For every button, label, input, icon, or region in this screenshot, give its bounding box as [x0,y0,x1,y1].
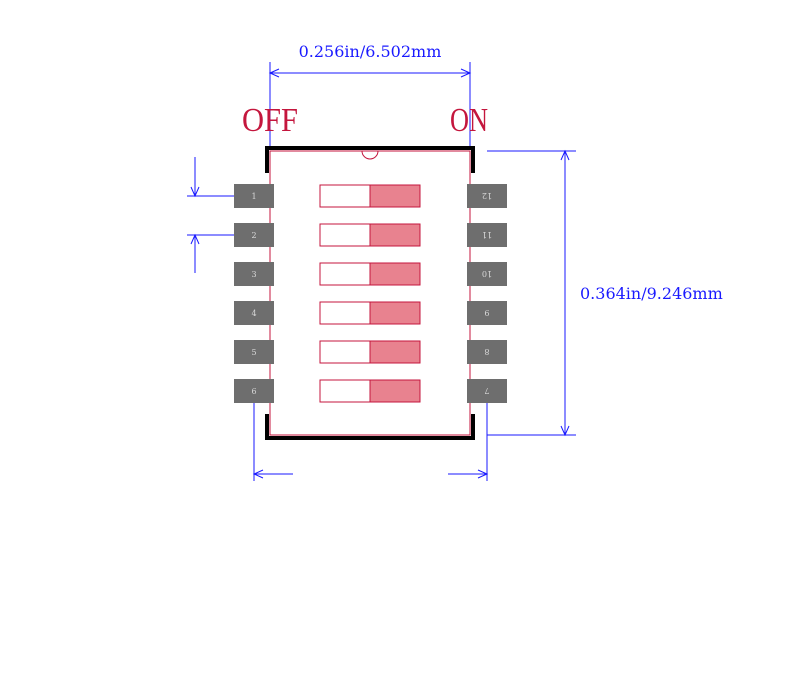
pad-number-8: 8 [484,347,489,356]
pad-number-11: 11 [482,230,492,239]
pad-number-9: 9 [484,308,489,317]
silkscreen-top [265,146,475,173]
switch-1 [319,184,421,208]
width-dimension [268,62,472,148]
off-label: OFF [242,102,298,139]
switch-actuator [369,301,421,325]
pad-number-7: 7 [484,386,489,395]
pad-7 [467,379,507,403]
switch-5 [319,340,421,364]
pad-number-12: 12 [482,191,492,200]
switch-actuator [369,340,421,364]
right-pads: 12 11 10 9 8 7 [467,184,507,403]
switch-actuator [369,223,421,247]
pad-6 [234,379,274,403]
switch-3 [319,262,421,286]
pad-9 [467,301,507,325]
width-dimension-label: 0.256in/6.502mm [299,42,442,61]
switch-6 [319,379,421,403]
pad-12 [467,184,507,208]
pad-1 [234,184,274,208]
pad-number-3: 3 [251,270,256,279]
silkscreen-bottom [265,414,475,440]
pad-number-1: 1 [251,192,256,201]
pad-number-10: 10 [482,269,492,278]
pad-8 [467,340,507,364]
pin1-notch [361,150,379,160]
height-dimension [487,149,576,437]
height-dimension-label: 0.364in/9.246mm [580,284,723,303]
pad-number-4: 4 [251,309,256,318]
pitch-dimension [187,157,254,273]
pad-number-6: 6 [251,387,256,396]
on-label: ON [450,102,488,139]
pad-number-2: 2 [251,231,256,240]
switch-4 [319,301,421,325]
pad-4 [234,301,274,325]
pad-number-5: 5 [251,348,256,357]
pad-10 [467,262,507,286]
body-outline [269,150,471,436]
pad-5 [234,340,274,364]
pad-span-dimension [252,390,489,481]
pad-3 [234,262,274,286]
switch-actuator [369,184,421,208]
pad-11 [467,223,507,247]
switch-actuators [319,184,421,403]
switch-2 [319,223,421,247]
pad-2 [234,223,274,247]
left-pads: 1 2 3 4 5 6 [234,184,274,403]
switch-actuator [369,379,421,403]
switch-actuator [369,262,421,286]
